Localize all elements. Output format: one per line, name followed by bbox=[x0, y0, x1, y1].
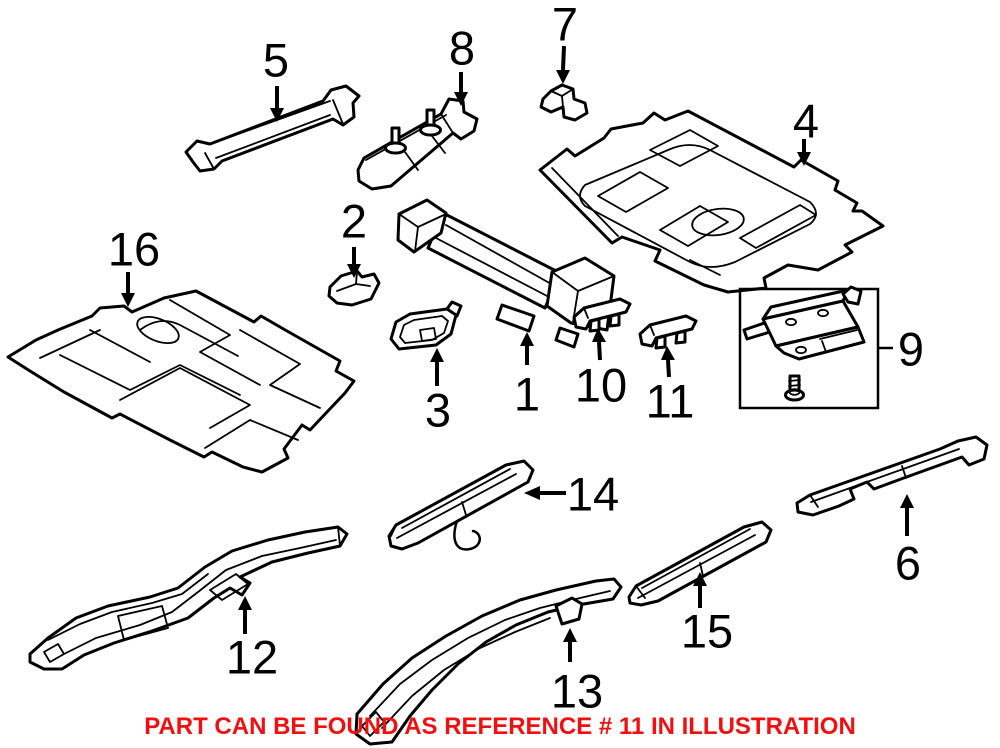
callout-6-label: 6 bbox=[894, 536, 922, 590]
callout-9-label: 9 bbox=[897, 322, 925, 376]
part-10-drawing bbox=[572, 297, 632, 333]
callout-15-arrow bbox=[693, 572, 707, 608]
callout-1-label: 1 bbox=[513, 367, 541, 421]
callout-15-label: 15 bbox=[680, 604, 734, 658]
callout-2-label: 2 bbox=[340, 194, 368, 248]
part-1-drawing bbox=[396, 198, 616, 349]
callout-10-arrow bbox=[592, 328, 606, 361]
callout-7-arrow bbox=[556, 45, 570, 84]
callout-16-arrow bbox=[121, 272, 135, 307]
part-13-drawing bbox=[354, 577, 623, 746]
part-6-drawing bbox=[795, 435, 989, 517]
part-15-drawing bbox=[627, 520, 773, 607]
callout-14-arrow bbox=[524, 486, 566, 500]
part-9-drawing bbox=[742, 285, 866, 402]
callout-16-label: 16 bbox=[107, 222, 161, 276]
callout-3-label: 3 bbox=[424, 383, 452, 437]
callout-5-arrow bbox=[270, 86, 284, 122]
part-5-drawing bbox=[184, 84, 361, 173]
bolt-icon bbox=[784, 374, 805, 402]
part-9-box bbox=[738, 287, 880, 410]
callout-2-arrow bbox=[347, 247, 361, 278]
callout-4-arrow bbox=[797, 139, 811, 166]
reference-note: PART CAN BE FOUND AS REFERENCE # 11 IN I… bbox=[144, 713, 856, 740]
callout-11-arrow bbox=[661, 346, 675, 378]
callout-13-arrow bbox=[563, 628, 577, 662]
part-12-drawing bbox=[28, 525, 349, 671]
callout-6-arrow bbox=[900, 494, 914, 536]
callout-8-arrow bbox=[454, 72, 468, 106]
callout-14-label: 14 bbox=[566, 467, 620, 521]
callout-5-label: 5 bbox=[262, 33, 290, 87]
callout-12-label: 12 bbox=[225, 630, 279, 684]
callout-10-label: 10 bbox=[574, 358, 628, 412]
part-7-drawing bbox=[539, 83, 589, 122]
callout-8-label: 8 bbox=[448, 21, 476, 75]
part-4-drawing bbox=[538, 109, 885, 294]
callout-1-arrow bbox=[520, 332, 534, 365]
callout-13-label: 13 bbox=[550, 664, 604, 718]
part-16-drawing bbox=[6, 289, 356, 474]
part-8-drawing bbox=[356, 97, 479, 191]
callout-12-arrow bbox=[238, 596, 252, 634]
callout-3-arrow bbox=[430, 348, 444, 386]
part-3-drawing bbox=[389, 300, 463, 351]
callout-7-label: 7 bbox=[551, 0, 579, 51]
callout-4-label: 4 bbox=[792, 94, 820, 148]
part-14-drawing bbox=[387, 459, 535, 551]
callout-11-label: 11 bbox=[645, 374, 695, 428]
part-11-drawing bbox=[638, 314, 698, 350]
